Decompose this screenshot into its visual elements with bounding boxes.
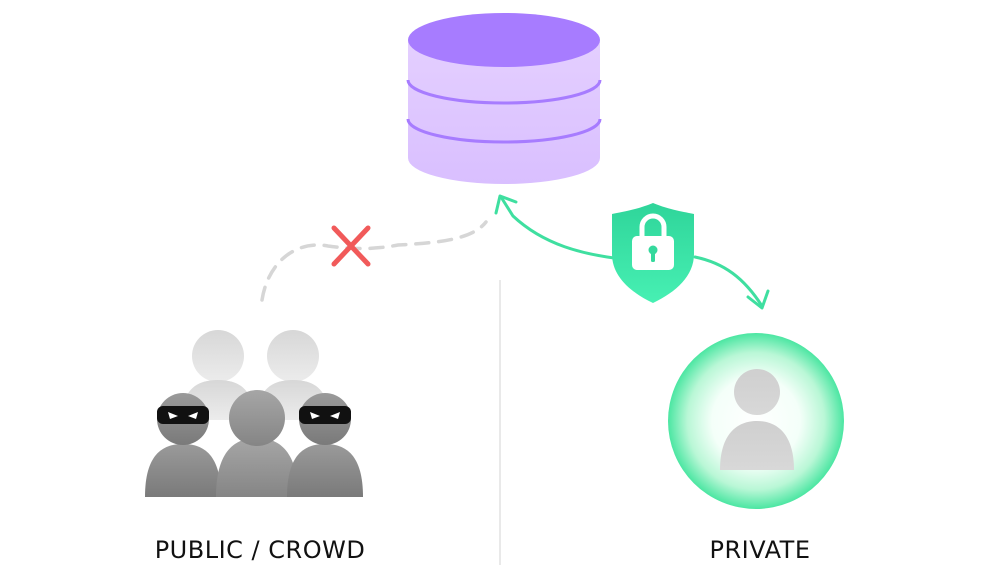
user-icon <box>720 369 794 470</box>
database-top <box>408 13 600 67</box>
database-body <box>408 40 600 184</box>
private-glow <box>668 333 844 509</box>
database-ring-1 <box>406 79 602 105</box>
private-label: PRIVATE <box>709 536 811 564</box>
bandit-mask-2 <box>299 406 351 424</box>
database-icon <box>406 13 602 184</box>
user-group-icon <box>145 330 363 497</box>
public-crowd-label: PUBLIC / CROWD <box>154 536 366 564</box>
arrowhead-to-private <box>746 289 770 310</box>
arrowhead-to-database <box>494 194 518 215</box>
database-ring-2 <box>406 118 602 144</box>
masked-user-icon-2 <box>287 393 363 497</box>
crowd-person-front-center <box>216 390 298 497</box>
private-user-group <box>668 333 844 509</box>
bandit-mask <box>157 406 209 424</box>
secure-access-path <box>494 194 770 310</box>
shield-lock-icon <box>612 203 694 303</box>
close-icon <box>331 225 371 267</box>
masked-user-icon <box>145 393 221 497</box>
blocked-access-path <box>260 220 488 302</box>
lock-keyhole <box>648 245 658 255</box>
lock-shackle <box>639 213 667 237</box>
